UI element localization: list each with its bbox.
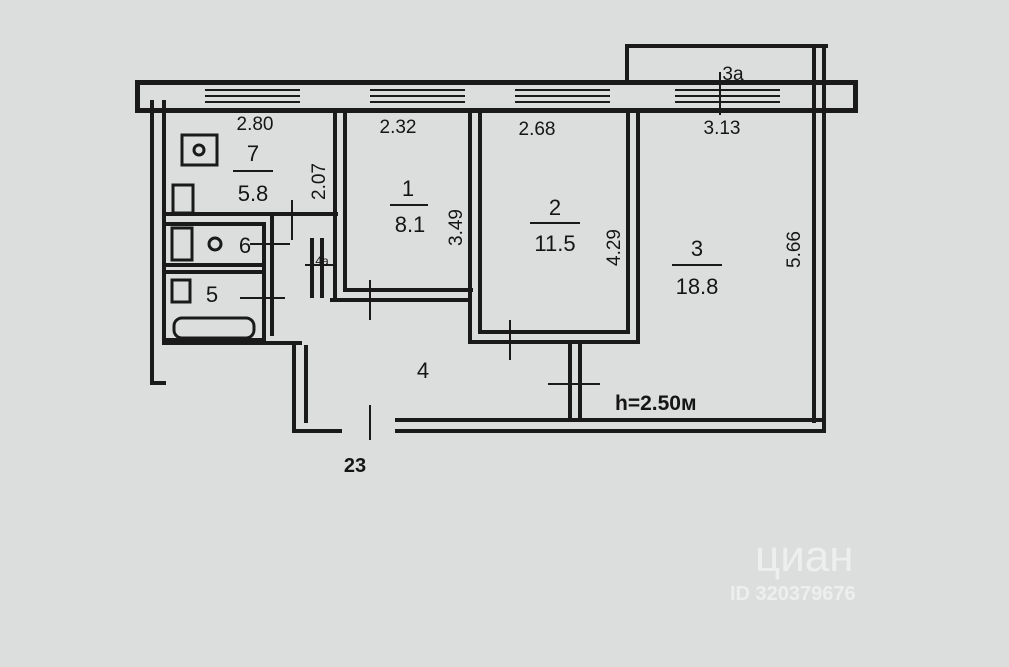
room-5-number: 5	[206, 282, 218, 307]
room-1-width: 2.32	[380, 117, 417, 138]
ceiling-height: h=2.50м	[615, 392, 697, 415]
fixtures	[170, 133, 256, 340]
room-3-number: 3	[691, 236, 703, 261]
room-1: 2.32 1 8.1 3.49	[380, 117, 467, 246]
room-7-depth: 2.07	[309, 163, 330, 200]
room-2-width: 2.68	[519, 119, 556, 140]
room-3-depth: 5.66	[784, 231, 805, 268]
room-2: 2.68 2 11.5 4.29	[519, 119, 625, 266]
windows	[205, 89, 780, 103]
walls	[135, 44, 858, 433]
room-2-number: 2	[549, 195, 561, 220]
room-7-number: 7	[247, 141, 259, 166]
room-3-width: 3.13	[704, 118, 741, 139]
room-2-area: 11.5	[534, 231, 575, 256]
watermark-id: ID 320379676	[730, 583, 856, 605]
room-1-area: 8.1	[395, 212, 426, 237]
room-2-depth: 4.29	[604, 229, 625, 266]
stove-icon	[171, 183, 195, 215]
room-6-number: 6	[239, 233, 251, 258]
room-1-depth: 3.49	[446, 209, 467, 246]
room-7-width: 2.80	[237, 114, 274, 135]
room-1-number: 1	[402, 176, 414, 201]
room-3a-number: 3a	[722, 64, 744, 85]
room-3: 3a 3.13 3 18.8 5.66	[672, 64, 805, 299]
apartment-number: 23	[344, 455, 366, 477]
room-7: 2.80 7 5.8 2.07	[233, 114, 330, 206]
bathtub-icon	[172, 316, 256, 340]
sink-icon	[180, 133, 219, 167]
door-marks	[240, 72, 721, 440]
room-7-area: 5.8	[238, 181, 269, 206]
room-4a-number: 4a	[315, 254, 329, 268]
room-3-area: 18.8	[676, 274, 719, 299]
toilet-icon	[170, 226, 194, 262]
watermark-brand: циан	[755, 532, 854, 581]
room-4-number: 4	[417, 358, 429, 383]
